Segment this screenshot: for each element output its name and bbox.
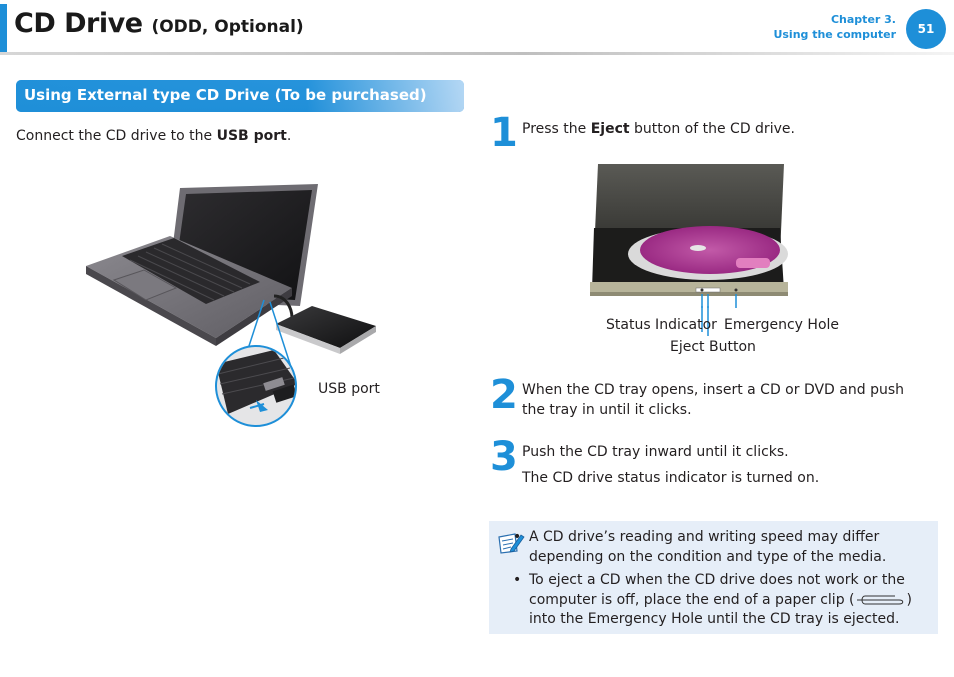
note-item-2: To eject a CD when the CD drive does not…: [513, 571, 919, 630]
title-text: CD Drive: [14, 8, 143, 39]
page-title: CD Drive (ODD, Optional): [14, 8, 304, 39]
eject-button-label: Eject Button: [670, 339, 756, 355]
laptop-usb-illustration: [86, 184, 376, 427]
step-3-text-2: The CD drive status indicator is turned …: [522, 470, 820, 486]
chapter-title: Using the computer: [773, 28, 896, 41]
note-box: A CD drive’s reading and writing speed m…: [489, 521, 938, 634]
intro-text: Connect the CD drive to the USB port.: [16, 126, 291, 146]
section-heading-background: [16, 80, 464, 112]
emergency-hole-label: Emergency Hole: [724, 317, 840, 333]
note-item-2-part-2: ) into the Emergency Hole until the CD t…: [529, 591, 912, 628]
page-number-badge: 51: [906, 9, 946, 49]
title-divider: [0, 52, 954, 55]
intro-suffix: .: [286, 128, 292, 144]
step-1-number: 1: [490, 110, 518, 156]
cd-drive-illustration: [590, 164, 788, 308]
step-1-suffix: button of the CD drive.: [629, 121, 795, 137]
intro-prefix: Connect the CD drive to the: [16, 128, 217, 144]
usb-port-label: USB port: [318, 381, 380, 397]
step-3-text: Push the CD tray inward until it clicks.: [522, 444, 789, 460]
step-1-prefix: Press the: [522, 121, 591, 137]
status-indicator-label: Status Indicator: [606, 317, 717, 333]
callout-lines: [701, 306, 709, 336]
step-2-text: When the CD tray opens, insert a CD or D…: [522, 382, 905, 418]
title-subtitle: (ODD, Optional): [151, 17, 304, 37]
paper-clip-icon: [856, 595, 903, 604]
note-item-2-part-1: To eject a CD when the CD drive does not…: [529, 572, 905, 608]
section-heading: Using External type CD Drive (To be purc…: [16, 80, 464, 112]
chapter-label: Chapter 3. Using the computer: [773, 12, 896, 42]
title-accent-bar: [0, 4, 7, 52]
note-item-1: A CD drive’s reading and writing speed m…: [513, 528, 889, 567]
step-3-number: 3: [490, 434, 518, 480]
intro-bold: USB port: [216, 128, 287, 144]
section-heading-text: Using External type CD Drive (To be purc…: [24, 86, 427, 104]
step-1-text: Press the Eject button of the CD drive.: [522, 119, 795, 139]
chapter-number: Chapter 3.: [830, 13, 896, 26]
step-1-bold: Eject: [590, 121, 630, 137]
step-2-number: 2: [490, 372, 518, 418]
